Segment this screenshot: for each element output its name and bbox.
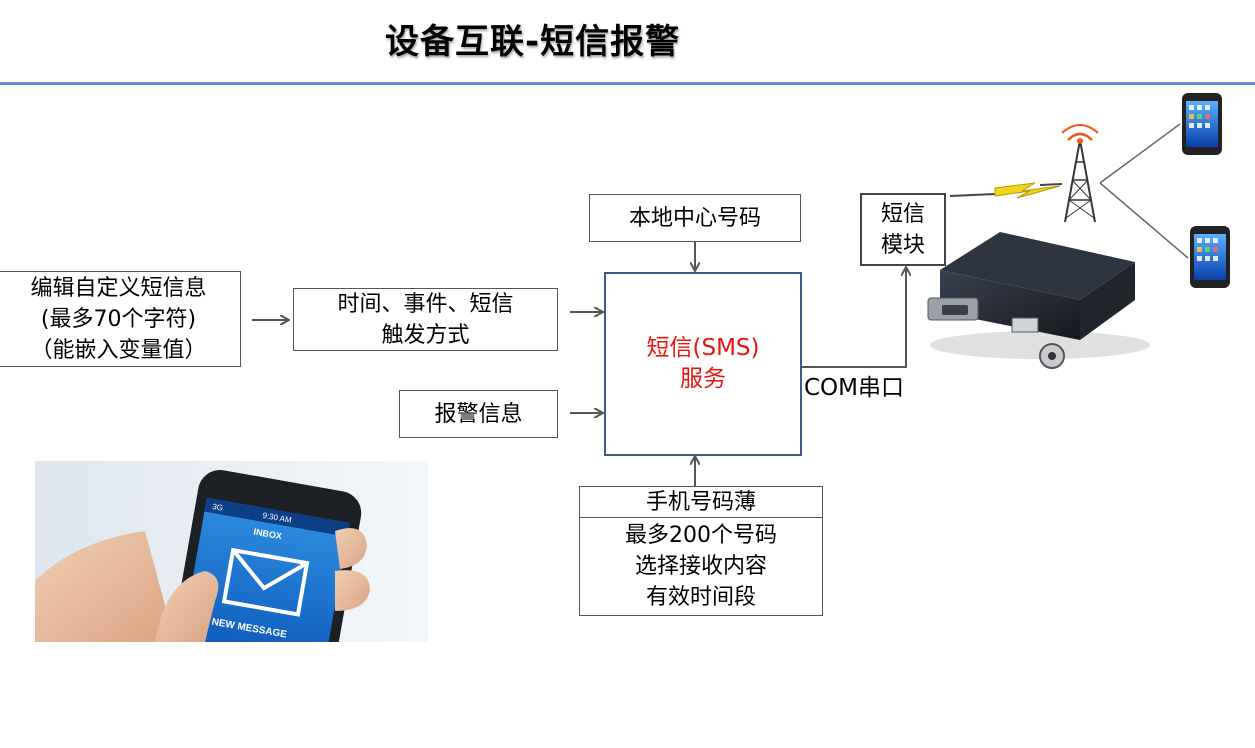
lightning-bolt-icon (994, 182, 1061, 199)
edit-message-line: （能嵌入变量值） (30, 337, 207, 363)
sms-service-line: 短信(SMS) (646, 335, 760, 361)
alarm-info-label: 报警信息 (434, 401, 523, 427)
sms-module-line: 模块 (880, 232, 925, 258)
page-title: 设备互联-短信报警 (385, 22, 681, 62)
edit-message-line: 编辑自定义短信息 (30, 275, 207, 301)
phone-icon (1190, 226, 1230, 288)
phonebook-line: 选择接收内容 (634, 554, 767, 579)
link-tower-phone-bottom (1099, 182, 1189, 259)
link-module-bolt (949, 193, 996, 197)
title-divider (0, 82, 1255, 85)
phone-message-photo: 3G 9:30 AM INBOX 1 NEW MESSAGE (35, 461, 428, 642)
edit-message-line: (最多70个字符) (40, 306, 197, 332)
phone-inbox-label: INBOX (253, 527, 283, 542)
box-edit-message: 编辑自定义短信息 (最多70个字符) （能嵌入变量值） (0, 271, 241, 367)
trigger-mode-line: 触发方式 (381, 322, 470, 348)
box-phonebook-header: 手机号码薄 (579, 486, 823, 519)
gsm-modem-icon (927, 232, 1150, 369)
link-bolt-tower (1039, 183, 1063, 186)
box-trigger-mode: 时间、事件、短信 触发方式 (293, 288, 558, 351)
box-alarm-info: 报警信息 (399, 390, 558, 438)
trigger-mode-line: 时间、事件、短信 (337, 291, 514, 317)
box-center-number: 本地中心号码 (589, 194, 801, 242)
phonebook-title: 手机号码薄 (645, 490, 756, 515)
sms-module-line: 短信 (880, 201, 925, 227)
cell-tower-icon (1061, 124, 1099, 223)
phone-icon (1182, 93, 1222, 155)
com-port-label: COM串口 (804, 375, 905, 401)
link-tower-phone-top (1099, 123, 1181, 184)
box-sms-service: 短信(SMS) 服务 (604, 272, 802, 456)
box-phonebook-body: 最多200个号码 选择接收内容 有效时间段 (579, 517, 823, 616)
phonebook-line: 最多200个号码 (625, 523, 777, 548)
arrow-service-to-module (802, 268, 906, 368)
sms-service-line: 服务 (680, 366, 726, 392)
center-number-label: 本地中心号码 (628, 205, 761, 231)
phonebook-line: 有效时间段 (645, 585, 756, 610)
box-sms-module: 短信 模块 (860, 193, 946, 266)
phone-status-left: 3G (212, 502, 224, 513)
envelope-icon (221, 547, 310, 617)
